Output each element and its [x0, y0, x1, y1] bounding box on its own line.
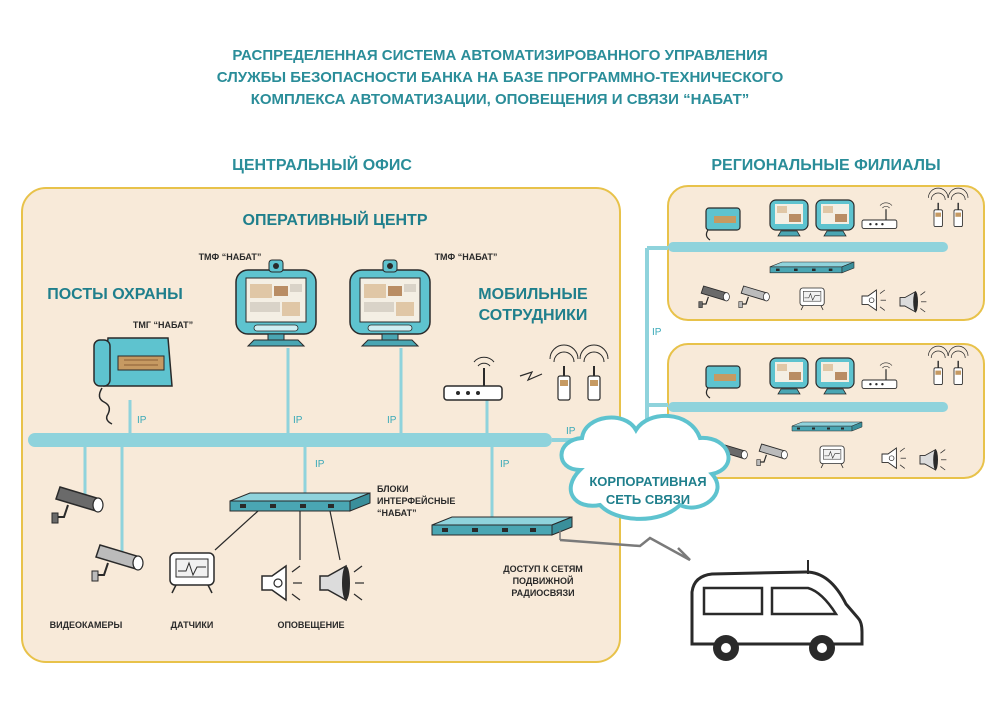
- title-line-1: РАСПРЕДЕЛЕННАЯ СИСТЕМА АВТОМАТИЗИРОВАННО…: [232, 47, 767, 64]
- title-line-2: СЛУЖБЫ БЕЗОПАСНОСТИ БАНКА НА БАЗЕ ПРОГРА…: [217, 69, 784, 86]
- ip-label: IP: [387, 415, 397, 426]
- ip-label: IP: [293, 415, 303, 426]
- ip-label: IP: [566, 426, 576, 437]
- ip-label: IP: [500, 459, 510, 470]
- ip-label: IP: [137, 415, 147, 426]
- operations-center-label: ОПЕРАТИВНЫЙ ЦЕНТР: [243, 210, 428, 229]
- branch-interface-block-icon: [769, 261, 855, 274]
- sensors-caption: ДАТЧИКИ: [171, 620, 214, 630]
- interface-block-icon: [229, 492, 371, 512]
- tmf-label-1: ТМФ “НАБАТ”: [199, 252, 262, 262]
- wireless-signal-icon: [519, 370, 543, 382]
- branch-1-bus: [668, 242, 948, 252]
- radio-link-signal-icon: [559, 536, 691, 562]
- main-network-bus: [28, 433, 552, 447]
- interface-blocks-label-2: ИНТЕРФЕЙСНЫЕ: [377, 495, 455, 506]
- mobile-staff-label-1: МОБИЛЬНЫЕ: [478, 286, 588, 303]
- regional-ip-label: IP: [652, 327, 662, 338]
- radio-access-label-2: ПОДВИЖНОЙ: [513, 575, 574, 586]
- radio-access-label-1: ДОСТУП К СЕТЯМ: [503, 564, 583, 574]
- corporate-network-label-2: СЕТЬ СВЯЗИ: [606, 492, 690, 507]
- tmf-terminal-icon: [235, 259, 317, 347]
- radio-access-block-icon: [431, 516, 573, 536]
- alerting-caption: ОПОВЕЩЕНИЕ: [277, 620, 344, 630]
- interface-blocks-label-1: БЛОКИ: [377, 484, 409, 494]
- radio-access-label-3: РАДИОСВЯЗИ: [511, 588, 574, 598]
- tmg-label: ТМГ “НАБАТ”: [133, 320, 193, 330]
- corporate-network-cloud: [559, 414, 731, 521]
- regional-label: РЕГИОНАЛЬНЫЕ ФИЛИАЛЫ: [711, 157, 940, 174]
- interface-blocks-label-3: “НАБАТ”: [377, 508, 417, 518]
- mobile-vehicle-icon: [690, 560, 864, 661]
- title-line-3: КОМПЛЕКСА АВТОМАТИЗАЦИИ, ОПОВЕЩЕНИЯ И СВ…: [251, 91, 750, 108]
- branch-2-bus: [668, 402, 948, 412]
- cameras-caption: ВИДЕОКАМЕРЫ: [50, 620, 123, 630]
- branch-interface-block-icon: [791, 421, 863, 432]
- mobile-staff-label-2: СОТРУДНИКИ: [479, 307, 588, 324]
- corporate-network-label-1: КОРПОРАТИВНАЯ: [589, 474, 706, 489]
- regional-branch-panel-1: [667, 185, 985, 321]
- central-office-label: ЦЕНТРАЛЬНЫЙ ОФИС: [232, 155, 412, 174]
- tmf-label-2: ТМФ “НАБАТ”: [435, 252, 498, 262]
- tmf-terminal-icon: [349, 259, 431, 347]
- guard-posts-label: ПОСТЫ ОХРАНЫ: [47, 286, 183, 303]
- ip-label: IP: [315, 459, 325, 470]
